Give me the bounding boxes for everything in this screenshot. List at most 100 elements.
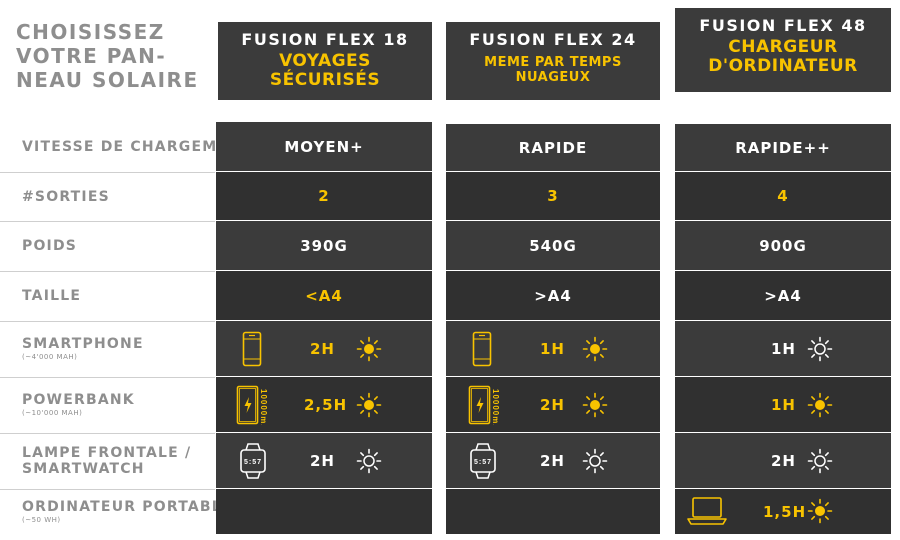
cell-speed: RAPIDE xyxy=(446,124,660,171)
powerbank-icon: 10000mAh xyxy=(236,385,268,425)
sun-icon xyxy=(807,392,833,418)
cell-powerbank: 10000mAh 2,5H xyxy=(216,377,432,432)
cell-smartphone: 2H xyxy=(216,321,432,376)
tagline-line: CHARGEUR xyxy=(728,37,838,57)
row-label-smartwatch: LAMPE FRONTALE / SMARTWATCH xyxy=(0,433,215,489)
title-line: VOTRE PAN- xyxy=(16,44,167,68)
label-text: ORDINATEUR PORTABLE xyxy=(22,498,233,515)
sun-icon xyxy=(582,336,608,362)
product-name: FUSION FLEX 24 xyxy=(469,30,637,49)
charge-time: 2H xyxy=(310,339,335,358)
cell-size: <A4 xyxy=(216,271,432,320)
sun-icon xyxy=(807,336,833,362)
watch-time-label: 5:57 xyxy=(244,459,262,466)
charge-time: 2H xyxy=(540,451,565,470)
column-flex48: RAPIDE++ 4 900G >A4 1H 1H 2H xyxy=(675,124,891,534)
cell-weight: 900G xyxy=(675,221,891,270)
cell-powerbank: 10000mAh 2H xyxy=(446,377,660,432)
column-flex24: RAPIDE 3 540G >A4 1H 10000mAh 2H xyxy=(446,124,660,534)
divider xyxy=(0,221,215,222)
tagline-line: SÉCURISÉS xyxy=(269,70,381,90)
label-text: LAMPE FRONTALE / xyxy=(22,445,192,461)
cell-size: >A4 xyxy=(446,271,660,320)
product-header-flex48: FUSION FLEX 48 CHARGEUR D'ORDINATEUR xyxy=(675,8,891,92)
divider xyxy=(0,433,215,434)
title-line: NEAU SOLAIRE xyxy=(16,68,199,92)
cell-smartphone: 1H xyxy=(675,321,891,376)
column-flex18: MOYEN+ 2 390G <A4 2H 10000mAh 2,5H xyxy=(216,122,432,534)
charge-time: 1H xyxy=(771,339,796,358)
product-name: FUSION FLEX 18 xyxy=(241,30,409,49)
cell-weight: 540G xyxy=(446,221,660,270)
smartwatch-icon: 5:57 xyxy=(470,443,496,479)
label-sub: (~50 WH) xyxy=(22,515,61,524)
tagline-line: NUAGEUX xyxy=(515,70,591,85)
charge-time: 2H xyxy=(540,395,565,414)
row-label-speed: VITESSE DE CHARGEMENT xyxy=(22,139,252,155)
label-text: POWERBANK xyxy=(22,392,135,408)
charge-time: 1H xyxy=(540,339,565,358)
label-text: SMARTWATCH xyxy=(22,461,145,477)
divider xyxy=(0,489,215,490)
powerbank-capacity-label: 10000mAh xyxy=(259,389,268,425)
sun-icon xyxy=(356,392,382,418)
sun-icon xyxy=(356,336,382,362)
tagline-line: MEME PAR TEMPS xyxy=(484,55,622,70)
product-tagline: CHARGEUR D'ORDINATEUR xyxy=(675,38,891,76)
laptop-icon xyxy=(687,497,727,525)
watch-time-label: 5:57 xyxy=(474,459,492,466)
row-label-outputs: #SORTIES xyxy=(22,189,110,205)
divider xyxy=(0,172,215,173)
cell-laptop-empty xyxy=(216,489,432,534)
cell-smartwatch: 5:57 2H xyxy=(446,433,660,488)
row-label-smartphone: SMARTPHONE (~4'000 MAH) xyxy=(0,321,215,377)
charge-time: 2H xyxy=(771,451,796,470)
row-label-powerbank: POWERBANK (~10'000 MAH) xyxy=(0,377,215,433)
tagline-line: D'ORDINATEUR xyxy=(708,56,858,76)
divider xyxy=(0,321,215,322)
cell-speed: RAPIDE++ xyxy=(675,124,891,171)
charge-time: 2,5H xyxy=(304,395,348,414)
cell-smartwatch: 2H xyxy=(675,433,891,488)
sun-icon xyxy=(807,448,833,474)
row-label-weight: POIDS xyxy=(22,238,78,254)
charge-time: 1,5H xyxy=(763,502,807,521)
cell-size: >A4 xyxy=(675,271,891,320)
page-title: CHOISISSEZ VOTRE PAN- NEAU SOLAIRE xyxy=(16,20,216,92)
tagline-line: VOYAGES xyxy=(279,51,371,71)
label-text: SMARTPHONE xyxy=(22,336,144,352)
cell-weight: 390G xyxy=(216,221,432,270)
cell-laptop: 1,5H xyxy=(675,489,891,534)
product-tagline: MEME PAR TEMPS NUAGEUX xyxy=(446,55,660,85)
charge-time: 1H xyxy=(771,395,796,414)
cell-smartwatch: 5:57 2H xyxy=(216,433,432,488)
sun-icon xyxy=(582,392,608,418)
cell-outputs: 2 xyxy=(216,172,432,220)
sun-icon xyxy=(582,448,608,474)
product-name: FUSION FLEX 48 xyxy=(699,16,867,35)
product-header-flex24: FUSION FLEX 24 MEME PAR TEMPS NUAGEUX xyxy=(446,22,660,100)
charge-time: 2H xyxy=(310,451,335,470)
smartwatch-icon: 5:57 xyxy=(240,443,266,479)
label-sub: (~4'000 MAH) xyxy=(22,353,78,361)
title-line: CHOISISSEZ xyxy=(16,20,165,44)
cell-smartphone: 1H xyxy=(446,321,660,376)
cell-speed: MOYEN+ xyxy=(216,122,432,171)
smartphone-icon xyxy=(242,331,262,367)
label-sub: (~10'000 MAH) xyxy=(22,409,83,417)
row-label-size: TAILLE xyxy=(22,288,82,304)
powerbank-capacity-label: 10000mAh xyxy=(491,389,500,425)
cell-outputs: 4 xyxy=(675,172,891,220)
product-header-flex18: FUSION FLEX 18 VOYAGES SÉCURISÉS xyxy=(218,22,432,100)
product-tagline: VOYAGES SÉCURISÉS xyxy=(218,52,432,90)
sun-icon xyxy=(356,448,382,474)
sun-icon xyxy=(807,498,833,524)
cell-powerbank: 1H xyxy=(675,377,891,432)
smartphone-icon xyxy=(472,331,492,367)
divider xyxy=(0,377,215,378)
cell-laptop-empty xyxy=(446,489,660,534)
cell-outputs: 3 xyxy=(446,172,660,220)
powerbank-icon: 10000mAh xyxy=(468,385,500,425)
divider xyxy=(0,271,215,272)
row-label-laptop: ORDINATEUR PORTABLE (~50 WH) xyxy=(0,489,231,534)
